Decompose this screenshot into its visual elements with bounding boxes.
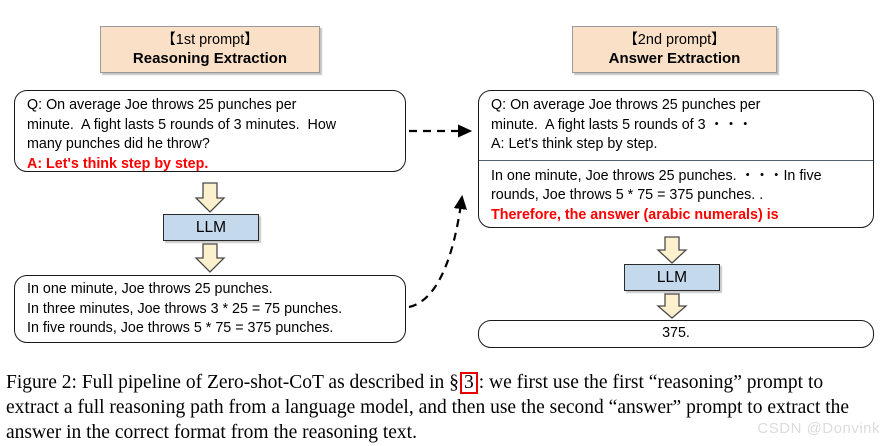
question-line: many punches did he throw?	[27, 136, 210, 152]
caption-part2: : we first use the first “reasoning” pro…	[478, 372, 804, 393]
reasoning-trigger-text: A: Let's think step by step.	[27, 155, 209, 172]
reasoning-line: In one minute, Joe throws 25 punches.	[27, 281, 273, 297]
question-line: Q: On average Joe throws 25 punches per	[491, 97, 761, 113]
arrow-down-into-llm-2	[656, 236, 688, 264]
caption-line2: to extract a full reasoning path from a …	[6, 372, 824, 418]
arrow-down-into-llm-1	[194, 182, 226, 214]
figure-caption: Figure 2: Full pipeline of Zero-shot-CoT…	[6, 370, 880, 445]
prompt-input-box-1st-body: Q: On average Joe throws 25 punches per …	[15, 91, 405, 180]
final-answer-body: 375.	[479, 321, 873, 344]
reasoning-output-box: In one minute, Joe throws 25 punches. In…	[14, 275, 406, 343]
llm-box-1: LLM	[163, 214, 259, 241]
reasoning-line: In five rounds, Joe throws 5 * 75 = 375 …	[27, 320, 334, 336]
llm-label: LLM	[195, 219, 227, 236]
caption-section-highlight: 3	[459, 372, 478, 394]
prompt-input-box-2nd-segment-question: Q: On average Joe throws 25 punches per …	[479, 91, 873, 160]
final-answer-box: 375.	[478, 320, 874, 348]
prompt-header-1st-line2: Reasoning Extraction	[132, 50, 288, 68]
figure-diagram: 【1st prompt】 Reasoning Extraction Q: On …	[14, 26, 874, 348]
arrow-down-out-of-llm-1	[194, 243, 226, 273]
reasoning-line: In three minutes, Joe throws 3 * 25 = 75…	[27, 300, 343, 317]
answer-trigger-text: Therefore, the answer (arabic numerals) …	[491, 206, 779, 223]
question-line: Q: On average Joe throws 25 punches per	[27, 97, 297, 113]
caption-line3: extract the answer in the correct format…	[6, 397, 850, 443]
connector-reasoning-to-prompt2	[408, 194, 467, 309]
arrow-down-out-of-llm-2	[656, 293, 688, 319]
watermark: CSDN @Donvink	[757, 420, 880, 437]
reasoning-line: rounds, Joe throws 5 * 75 = 375 punches.…	[491, 187, 764, 203]
prompt-header-2nd-line1: 【2nd prompt】	[623, 32, 726, 48]
question-line: A: Let's think step by step.	[491, 136, 658, 152]
question-line: minute. A fight lasts 5 rounds of 3 ・・・	[491, 116, 753, 133]
prompt-input-box-2nd-segment-reasoning: In one minute, Joe throws 25 punches. ・・…	[479, 159, 873, 232]
prompt-header-2nd: 【2nd prompt】 Answer Extraction	[572, 26, 777, 73]
final-answer-value: 375.	[662, 325, 690, 341]
question-line: minute. A fight lasts 5 rounds of 3 minu…	[27, 116, 337, 133]
prompt-input-box-2nd: Q: On average Joe throws 25 punches per …	[478, 90, 874, 228]
prompt-header-1st-line1: 【1st prompt】	[161, 32, 259, 48]
prompt-header-2nd-line2: Answer Extraction	[608, 50, 741, 68]
reasoning-line: In one minute, Joe throws 25 punches. ・・…	[491, 167, 822, 184]
reasoning-output-body: In one minute, Joe throws 25 punches. In…	[15, 276, 405, 345]
caption-part1: Figure 2: Full pipeline of Zero-shot-CoT…	[6, 372, 459, 393]
llm-box-2: LLM	[624, 264, 720, 291]
llm-label: LLM	[656, 269, 688, 286]
prompt-input-box-1st: Q: On average Joe throws 25 punches per …	[14, 90, 406, 172]
prompt-header-1st: 【1st prompt】 Reasoning Extraction	[100, 26, 320, 73]
